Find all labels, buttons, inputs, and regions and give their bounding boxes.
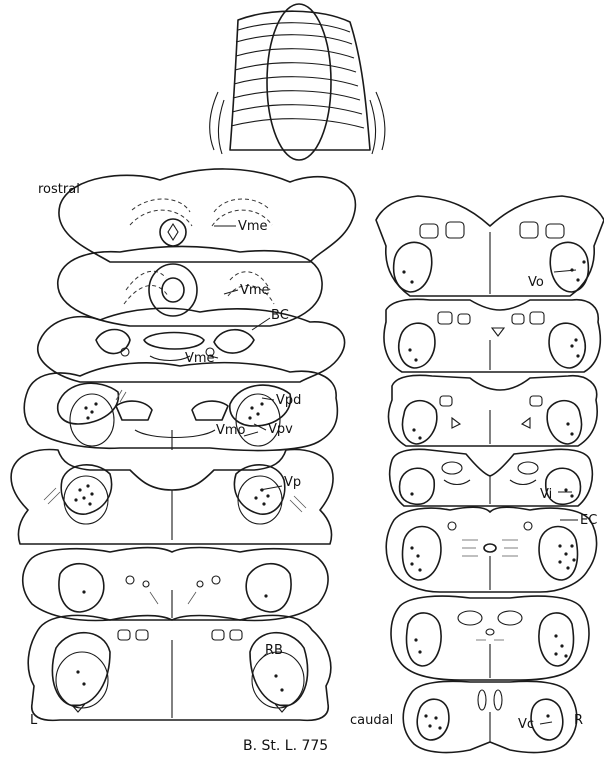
right-section-3 bbox=[388, 375, 597, 446]
left-section-6 bbox=[23, 548, 328, 621]
left-column-dots bbox=[74, 402, 283, 691]
left-label: L bbox=[30, 713, 38, 728]
right-section-7 bbox=[403, 681, 577, 752]
bc-label: BC bbox=[271, 308, 289, 323]
vme-label-2: Vme bbox=[240, 283, 270, 298]
vo-label: Vo bbox=[528, 275, 544, 290]
vpv-label: Vpv bbox=[268, 422, 293, 437]
vme-label-1: Vme bbox=[238, 219, 268, 234]
right-section-1 bbox=[376, 196, 604, 296]
right-section-4 bbox=[390, 449, 593, 506]
vi-label: Vi bbox=[540, 487, 552, 502]
figure-caption: B. St. L. 775 bbox=[243, 738, 328, 754]
left-section-5 bbox=[11, 450, 333, 544]
left-section-7 bbox=[28, 615, 331, 720]
brainstem-overview-sketch bbox=[210, 4, 385, 160]
vc-label: Vc bbox=[518, 717, 534, 732]
caudal-label: caudal bbox=[350, 713, 393, 728]
rb-label: RB bbox=[265, 643, 283, 658]
vpd-label: Vpd bbox=[276, 393, 301, 408]
vmo-label: Vmo bbox=[216, 423, 246, 438]
vme-label-3: Vme bbox=[185, 351, 215, 366]
ec-label: EC bbox=[580, 513, 597, 528]
vp-label: Vp bbox=[284, 475, 301, 490]
rostral-label: rostral bbox=[38, 182, 80, 197]
right-section-6 bbox=[391, 596, 589, 680]
right-label: R bbox=[574, 713, 583, 728]
